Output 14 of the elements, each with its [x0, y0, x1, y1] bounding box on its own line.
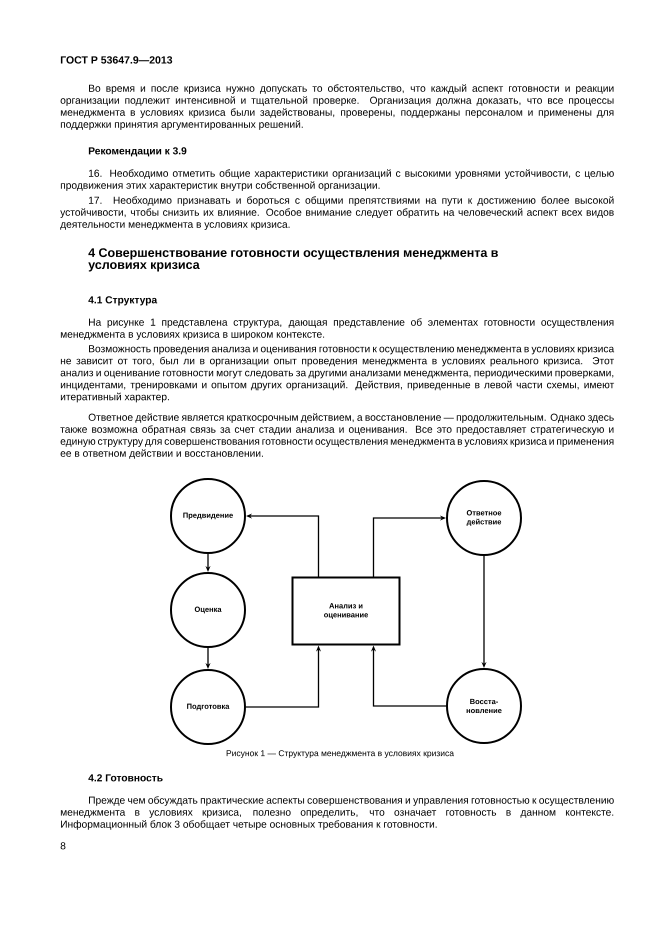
paragraph: Возможность проведения анализа и оценивания готовности к осуществлению менеджмента в условиях кризиса не зависит от того, был ли в организации опыт проведения менеджмента в условиях реального кризиса. Этот анализ и оценивание готовности могут следовать за другими анализами менеджмента, периодическими проверками, инцидентами, тренировками и опытом других организаций. Действия, приведенные в левой части схемы, имеют итеративный характер. — [60, 345, 614, 402]
subheading: 4.2 Готовность — [88, 774, 163, 782]
paragraph: Во время и после кризиса нужно допускать то обстоятельство, что каждый аспект готовности и реакции организации подлежит интенсивной и тщательной проверке. Организация должна доказать, что все процессы менеджмента в условиях кризиса были задействованы, проверены, поддержаны персоналом и применены для поддержки принятия аргументированных решений. — [60, 84, 614, 130]
subheading: Рекомендации к 3.9 — [88, 147, 186, 156]
page-number: 8 — [60, 842, 66, 850]
paragraph: На рисунке 1 представлена структура, дающая представление об элементах готовности осуществления менеджмента в условиях кризиса в широком контексте. — [60, 318, 614, 340]
section-heading: 4 Совершенствование готовности осуществления менеджмента в условиях кризиса — [88, 248, 498, 272]
paragraph: 17. Необходимо признавать и бороться с общими препятствиями на пути к достижению более высокой устойчивости, чтобы снизить их влияние. Особое внимание следует обратить на человеческий аспект всех видов деятельности менеджмента в условиях кризиса. — [60, 196, 614, 230]
subheading: 4.1 Структура — [88, 296, 158, 306]
page-header: ГОСТ Р 53647.9—2013 — [60, 56, 172, 64]
figure-caption: Рисунок 1 — Структура менеджмента в условиях кризиса — [226, 750, 454, 758]
paragraph: 16. Необходимо отметить общие характеристики организаций с высокими уровнями устойчивости, с целью продвижения этих характеристик внутри собственной организации. — [60, 169, 614, 191]
paragraph: Прежде чем обсуждать практические аспекты совершенствования и управления готовностью к осуществлению менеджмента в условиях кризиса, полезно определить, что означает готовность в данном контексте. Информационный блок 3 обобщает четыре основных требования к готовности. — [60, 796, 614, 830]
paragraph: Ответное действие является краткосрочным действием, а восстановление — продолжительным. Однако здесь также возможна обратная связь за счет стадии анализа и оценивания. Все это предоставляет стратегическую и единую структуру для совершенствования готовности осуществления менеджмента в условиях кризиса и применения ее в ответном действии и восстановлении. — [60, 413, 614, 459]
